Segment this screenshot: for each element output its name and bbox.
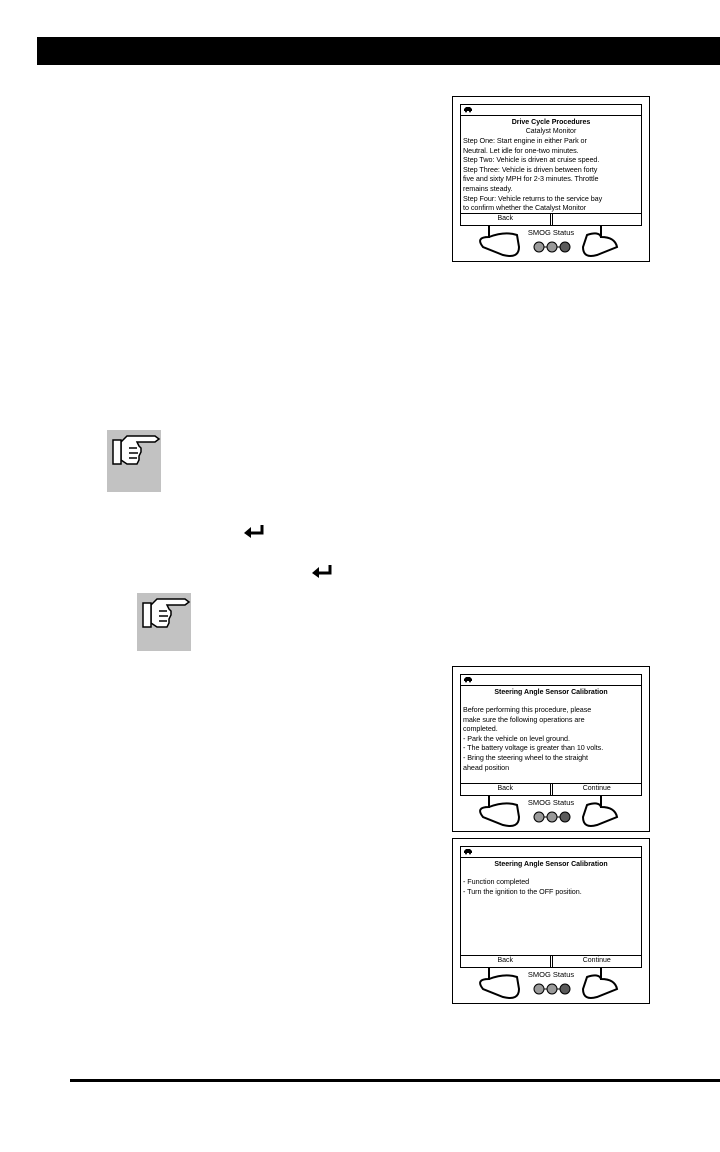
device-screenshot-drive-cycle: Drive Cycle Procedures Catalyst Monitor … [452,96,650,262]
pointing-hand-icon [139,595,191,649]
display-subtitle: Catalyst Monitor [525,128,577,135]
header-bar [37,37,720,65]
car-icon [464,849,472,855]
car-icon [464,107,472,113]
enter-key-icon [244,525,264,538]
status-led [559,983,571,995]
device-display: Steering Angle Sensor Calibration Before… [460,674,642,796]
display-title: Drive Cycle Procedures [511,119,591,126]
device-screenshot-sas-complete: Steering Angle Sensor Calibration - Func… [452,838,650,1004]
display-body: Before performing this procedure, please… [463,705,604,772]
display-title: Steering Angle Sensor Calibration [494,861,608,868]
continue-softkey[interactable]: Continue [549,784,642,795]
status-led [559,241,571,253]
softkey-bar: Back Continue [461,955,641,967]
status-led [559,811,571,823]
status-led [546,983,558,995]
status-led [533,983,545,995]
display-body: - Function completed - Turn the ignition… [463,877,582,896]
status-led [533,811,545,823]
device-display: Steering Angle Sensor Calibration - Func… [460,846,642,968]
right-softkey[interactable] [549,214,642,225]
display-title: Steering Angle Sensor Calibration [494,689,608,696]
display-header [461,847,641,858]
display-header [461,675,641,686]
back-softkey[interactable]: Back [497,957,514,964]
softkey-bar: Back [461,213,641,225]
note-icon [107,430,161,492]
continue-softkey[interactable]: Continue [549,956,642,967]
softkey-bar: Back Continue [461,783,641,795]
device-screenshot-sas-calibration: Steering Angle Sensor Calibration Before… [452,666,650,832]
back-softkey[interactable]: Back [497,215,514,222]
display-body: Step One: Start engine in either Park or… [463,136,603,213]
status-led [546,811,558,823]
status-led [533,241,545,253]
function-keys [479,968,619,999]
status-led [546,241,558,253]
pointing-hand-icon [109,432,161,490]
enter-key-icon [312,565,332,578]
smog-status-label: SMOG Status [527,228,575,237]
footer-rule [70,1079,720,1082]
device-display: Drive Cycle Procedures Catalyst Monitor … [460,104,642,226]
display-header [461,105,641,116]
note-icon [137,593,191,651]
car-icon [464,677,472,683]
function-keys [479,226,619,257]
function-keys [479,796,619,827]
smog-status-label: SMOG Status [527,798,575,807]
back-softkey[interactable]: Back [497,785,514,792]
smog-status-label: SMOG Status [527,970,575,979]
